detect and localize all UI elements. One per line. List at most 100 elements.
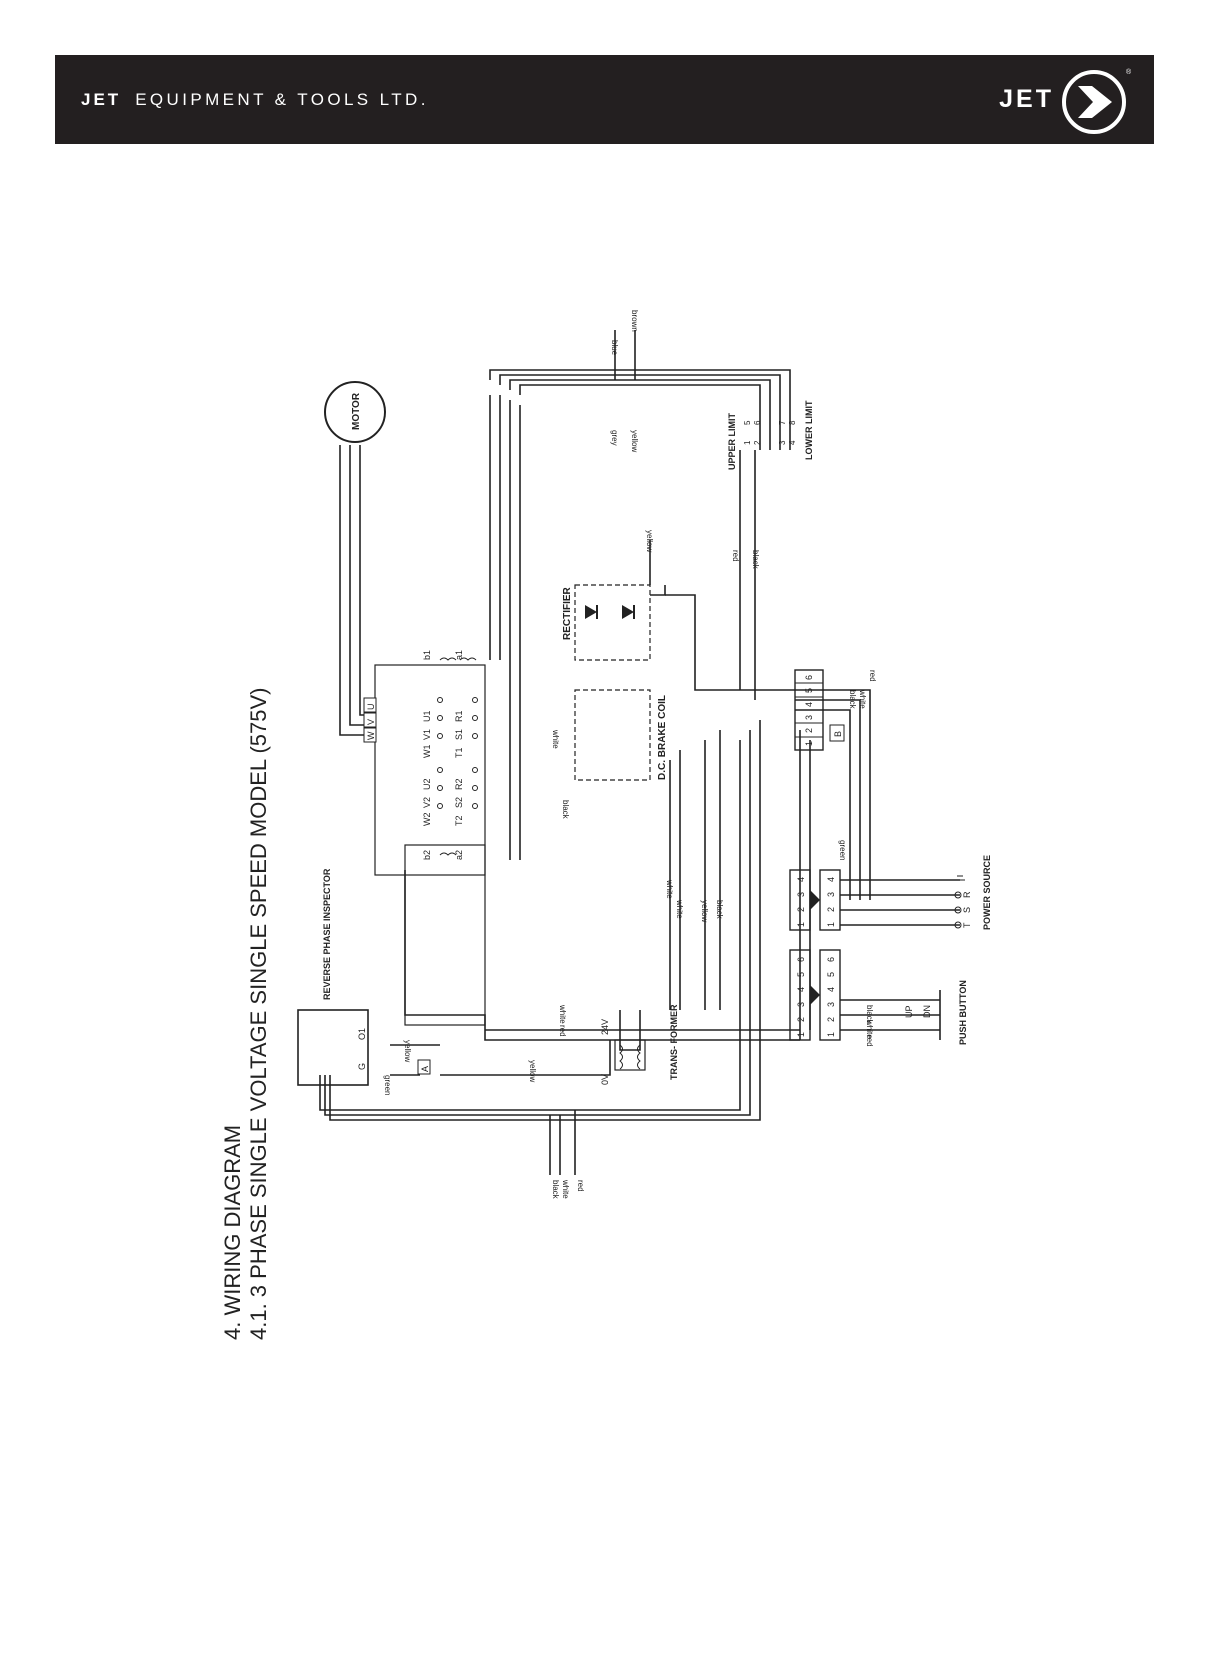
tap-0v: 0V [600,1074,610,1085]
limit-terminal-8: 8 [788,420,797,425]
pb-b-3: 3 [826,1002,836,1007]
wire-grey: grey [610,430,619,446]
tb-top-4: 4 [804,702,814,707]
label-b2: b2 [422,850,432,860]
label-a1: a1 [454,650,464,660]
label-a2: a2 [454,850,464,860]
wire-white-coil: white [551,729,560,749]
reverse-phase-label: REVERSE PHASE INSPECTOR [322,868,332,1000]
wire-color-labels: blue brown grey yellow yellow red black … [383,310,877,1200]
wire-yellow-rectifier: yellow [645,530,654,552]
diagram-titles: 4. WIRING DIAGRAM 4.1. 3 PHASE SINGLE VO… [220,688,271,1341]
wire-red-bottom: red [576,1180,585,1192]
wire-white-right: white [858,689,867,709]
company-suffix: EQUIPMENT & TOOLS LTD. [135,89,429,109]
tb-top-1: 1 [804,741,814,746]
push-dn-label: DN [922,1005,932,1018]
motor-terminals: W V U [363,697,377,743]
wire-yellow-top: yellow [630,430,639,452]
wire-white-trans1: white [665,879,674,899]
push-button-strips: 1 2 3 4 5 6 1 2 3 4 5 6 UP DN PUSH BUTTO… [789,949,968,1045]
phase-r: R [962,891,972,898]
motor-symbol [324,381,386,443]
ps-a-2: 2 [796,907,806,912]
label-v2: V2 [422,797,432,808]
wire-black-coil: black [561,800,570,820]
wire-white-bottom: white [561,1179,570,1199]
upper-limit-label: UPPER LIMIT [727,412,737,470]
phase-s: S [962,907,972,913]
subsection-title: 4.1. 3 PHASE SINGLE VOLTAGE SINGLE SPEED… [246,688,271,1341]
b-block-label: B [833,731,843,737]
wire-black-push: black [865,1005,874,1025]
ps-a-1: 1 [796,922,806,927]
brake-coil-label: D.C. BRAKE COIL [657,695,668,780]
tap-24v: 24V [600,1019,610,1035]
label-w1: W1 [422,745,432,759]
jet-arrow-icon: ® [1062,68,1132,134]
push-up-label: UP [904,1005,914,1018]
wire-blue: blue [610,340,619,356]
pb-a-1: 1 [796,1032,806,1037]
wire-green-ground: green [838,840,847,860]
wire-brown: brown [630,310,639,332]
reverse-phase-inspector [297,1009,369,1086]
transformer-label: TRANS- FORMER [669,1004,679,1080]
fuse-label: A [420,1066,430,1072]
rpi-terminal-g: G [357,1063,367,1070]
pb-a-4: 4 [796,987,806,992]
label-v1: V1 [422,729,432,740]
label-r2: R2 [454,778,464,790]
contact-symbols [437,657,478,856]
pb-a-5: 5 [796,972,806,977]
fuse-box [417,1059,431,1075]
motor-label: MOTOR [351,392,362,430]
ps-b-2: 2 [826,907,836,912]
limit-terminal-2: 2 [753,440,762,445]
rectifier-diodes [585,605,635,619]
wire-black-trans: black [715,900,724,920]
pb-b-1: 1 [826,1032,836,1037]
tb-top-6: 6 [804,675,814,680]
pb-b-4: 4 [826,987,836,992]
rectifier-label: RECTIFIER [562,586,573,640]
terminal-strip-top: 1 2 3 4 5 6 B [794,669,845,751]
label-u2: U2 [422,778,432,790]
limit-switches: UPPER LIMIT LOWER LIMIT 1 2 3 4 5 6 7 8 [727,400,814,470]
wire-yellow-fuse: yellow [528,1060,537,1082]
ps-a-4: 4 [796,877,806,882]
wire-yellow-trans: yellow [700,900,709,922]
ps-b-1: 1 [826,922,836,927]
wire-black-right: black [848,690,857,710]
contactor-labels: U1 V1 W1 R1 S1 T1 U2 V2 W2 R2 S2 T2 b1 a… [422,650,464,860]
label-t1: T1 [454,747,464,758]
wire-red-right: red [868,670,877,682]
logo-text: JET [999,85,1054,113]
terminal-w: W [366,731,376,740]
label-r1: R1 [454,710,464,722]
limit-terminal-7: 7 [778,420,787,425]
pb-b-5: 5 [826,972,836,977]
power-source-label: POWER SOURCE [982,855,992,930]
tb-top-3: 3 [804,715,814,720]
label-u1: U1 [422,710,432,722]
wire-red-limit: red [731,550,740,562]
power-terminal-strips: 1 2 3 4 1 2 3 4 T S R POWER SOURCE [789,855,992,931]
terminal-v: V [366,719,376,725]
wire-black-bottom: black [551,1180,560,1200]
section-title: 4. WIRING DIAGRAM [220,1125,245,1340]
wire-white-trans2: white [675,899,684,919]
ps-a-3: 3 [796,892,806,897]
tb-top-2: 2 [804,728,814,733]
ps-b-4: 4 [826,877,836,882]
wire-white-push: white [865,1019,874,1039]
pb-a-2: 2 [796,1017,806,1022]
limit-terminal-5: 5 [743,420,752,425]
limit-terminal-3: 3 [778,440,787,445]
label-t2: T2 [454,815,464,826]
wire-red-mid: red [558,1025,567,1037]
registered-mark: ® [1126,68,1132,76]
label-w2: W2 [422,813,432,827]
wire-yellow-rpi: yellow [403,1040,412,1062]
